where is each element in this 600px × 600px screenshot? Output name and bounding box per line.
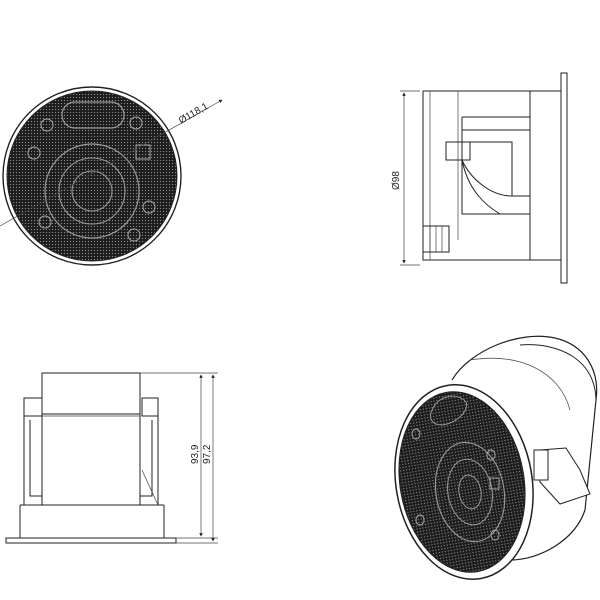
perspective-screw: [486, 449, 496, 461]
front-outer-rim: [2, 86, 182, 266]
section-body-sides: [41, 414, 141, 505]
front-grille: [6, 90, 178, 262]
side-view: Ø98: [391, 72, 568, 284]
section-right-clamp-top: [141, 397, 159, 417]
front-top-slot: [61, 101, 125, 129]
front-diameter-line: [0, 99, 223, 227]
perspective-grille: [398, 391, 526, 573]
front-screw: [27, 146, 41, 160]
perspective-ring-outer: [434, 441, 506, 543]
side-clamp-head: [445, 141, 471, 161]
front-screw: [127, 228, 141, 242]
section-view: 93,9 97,2: [5, 372, 218, 544]
perspective-ring-inner: [458, 474, 482, 510]
section-total-height-label: 97,2: [202, 444, 213, 464]
section-base-walls: [19, 505, 165, 538]
perspective-screw: [490, 529, 500, 541]
perspective-can-band: [469, 357, 571, 411]
front-ring-inner: [71, 170, 113, 212]
section-top-body: [41, 372, 141, 415]
front-screw: [38, 215, 52, 229]
perspective-can-top-rim: [519, 344, 597, 401]
section-clamp-arm: [141, 469, 159, 506]
section-height-label: 93,9: [190, 444, 201, 464]
front-screw: [40, 118, 54, 132]
side-clamp-arm: [461, 159, 513, 197]
side-flange: [560, 72, 568, 284]
perspective-screw: [411, 428, 421, 440]
perspective-screw: [415, 514, 425, 526]
perspective-terminal: [533, 449, 549, 481]
perspective-top-slot: [429, 395, 468, 426]
side-diameter-label: Ø98: [391, 171, 402, 190]
front-ring-outer: [44, 143, 140, 239]
front-screw: [142, 200, 156, 214]
side-body: [422, 90, 531, 261]
perspective-clamp: [539, 447, 591, 505]
front-screw: [129, 116, 143, 130]
section-right-clamp: [140, 416, 159, 505]
perspective-view: [394, 335, 598, 580]
section-left-clamp: [23, 416, 42, 505]
front-diameter-label: Ø118,1: [177, 101, 211, 127]
front-view: Ø118,1: [0, 86, 223, 266]
perspective-ring-mid: [447, 458, 493, 526]
side-clamp-bracket: [461, 116, 530, 215]
side-clamp-arm: [461, 159, 501, 215]
section-base-plate: [5, 537, 177, 544]
perspective-logo-plate: [489, 477, 500, 490]
section-left-clamp-top: [23, 397, 43, 417]
front-ring-mid: [58, 157, 126, 225]
